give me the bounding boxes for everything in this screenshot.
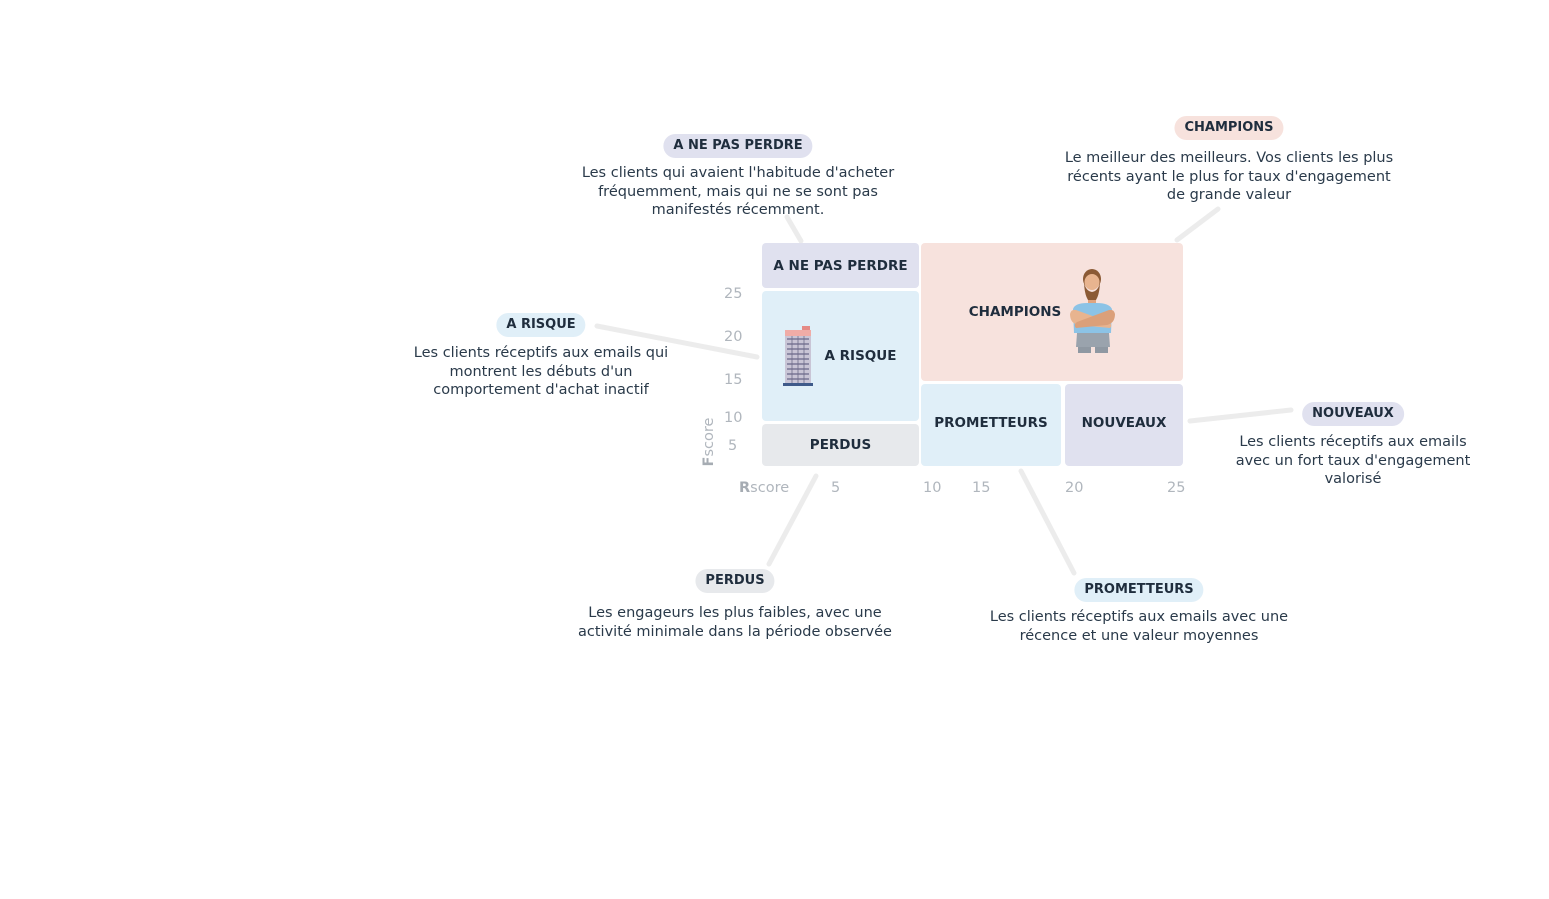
x-tick-10: 10 xyxy=(923,480,942,496)
callout-nouveaux-pill: NOUVEAUX xyxy=(1302,402,1404,426)
x-axis-title: Rscore xyxy=(739,480,789,496)
desc-line: Les clients réceptifs aux emails xyxy=(1239,434,1467,450)
connector-perdus xyxy=(766,473,819,567)
desc-line: Les clients qui avaient l'habitude d'ach… xyxy=(581,165,895,181)
desc-line: activité minimale dans la période observ… xyxy=(578,623,892,640)
desc-line: Les clients réceptifs aux emails avec un… xyxy=(989,609,1289,625)
callout-champions-desc: Le meilleur des meilleurs. Vos clients l… xyxy=(1039,149,1419,205)
connector-ne-pas-perdre xyxy=(784,214,804,244)
y-tick-5: 5 xyxy=(728,438,738,454)
callout-a-risque-desc: Les clients réceptifs aux emails qui mon… xyxy=(381,344,701,400)
callout-prometteurs-desc: Les clients réceptifs aux emails avec un… xyxy=(959,608,1319,645)
y-tick-10: 10 xyxy=(724,410,743,426)
callout-ne-pas-perdre-desc: Les clients qui avaient l'habitude d'ach… xyxy=(558,164,918,220)
cell-perdus: PERDUS xyxy=(762,424,919,466)
cell-prometteurs-label: PROMETTEURS xyxy=(934,415,1048,431)
cell-nouveaux-label: NOUVEAUX xyxy=(1081,415,1167,431)
desc-line: Les clients réceptifs aux emails qui xyxy=(413,345,669,361)
desc-line: fréquemment, mais qui ne se sont pas xyxy=(598,183,878,200)
desc-line: montrent les débuts d'un xyxy=(449,363,633,380)
cell-a-risque-label: A RISQUE xyxy=(824,348,897,364)
connector-champions xyxy=(1174,206,1221,243)
y-axis-title: Fscore xyxy=(701,417,717,467)
x-tick-20: 20 xyxy=(1065,480,1084,496)
callout-perdus-desc: Les engageurs les plus faibles, avec une… xyxy=(550,604,920,641)
x-axis-title-rest: score xyxy=(750,480,790,496)
callout-a-risque-pill: A RISQUE xyxy=(496,313,586,337)
desc-line: de grande valeur xyxy=(1166,187,1292,203)
x-tick-5: 5 xyxy=(831,480,841,496)
y-tick-20: 20 xyxy=(724,329,743,345)
champion-man-illustration xyxy=(1070,269,1115,353)
x-tick-15: 15 xyxy=(972,480,991,496)
cell-champions: CHAMPIONS xyxy=(921,243,1183,381)
y-axis-title-rest: score xyxy=(701,417,717,457)
building-illustration xyxy=(783,326,813,386)
desc-line: Les engageurs les plus faibles, avec une xyxy=(588,605,882,621)
cell-nouveaux: NOUVEAUX xyxy=(1065,384,1183,466)
cell-ne-pas-perdre: A NE PAS PERDRE xyxy=(762,243,919,288)
cell-champions-label: CHAMPIONS xyxy=(968,304,1062,320)
desc-line: valorisé xyxy=(1324,471,1382,487)
cell-perdus-label: PERDUS xyxy=(809,437,872,453)
callout-ne-pas-perdre-pill: A NE PAS PERDRE xyxy=(663,134,813,158)
callout-nouveaux-desc: Les clients réceptifs aux emails avec un… xyxy=(1208,433,1498,489)
desc-line: récence et une valeur moyennes xyxy=(1019,627,1259,644)
desc-line: comportement d'achat inactif xyxy=(433,382,649,398)
callout-prometteurs-pill: PROMETTEURS xyxy=(1074,578,1204,602)
y-tick-15: 15 xyxy=(724,372,743,388)
cell-ne-pas-perdre-label: A NE PAS PERDRE xyxy=(773,257,908,274)
desc-line: manifestés récemment. xyxy=(651,202,825,218)
desc-line: récents ayant le plus for taux d'engagem… xyxy=(1067,168,1391,185)
x-axis-title-bold: R xyxy=(739,480,751,496)
desc-line: Le meilleur des meilleurs. Vos clients l… xyxy=(1064,150,1394,166)
connector-prometteurs xyxy=(1018,468,1077,576)
cell-a-risque: A RISQUE xyxy=(762,291,919,421)
y-axis-title-bold: F xyxy=(701,456,717,467)
connector-a-risque xyxy=(594,323,760,360)
cell-prometteurs: PROMETTEURS xyxy=(921,384,1061,466)
connector-nouveaux xyxy=(1187,407,1294,424)
callout-perdus-pill: PERDUS xyxy=(695,569,775,593)
callout-champions-pill: CHAMPIONS xyxy=(1174,116,1284,140)
desc-line: avec un fort taux d'engagement xyxy=(1235,452,1471,469)
x-tick-25: 25 xyxy=(1167,480,1186,496)
y-tick-25: 25 xyxy=(724,286,743,302)
